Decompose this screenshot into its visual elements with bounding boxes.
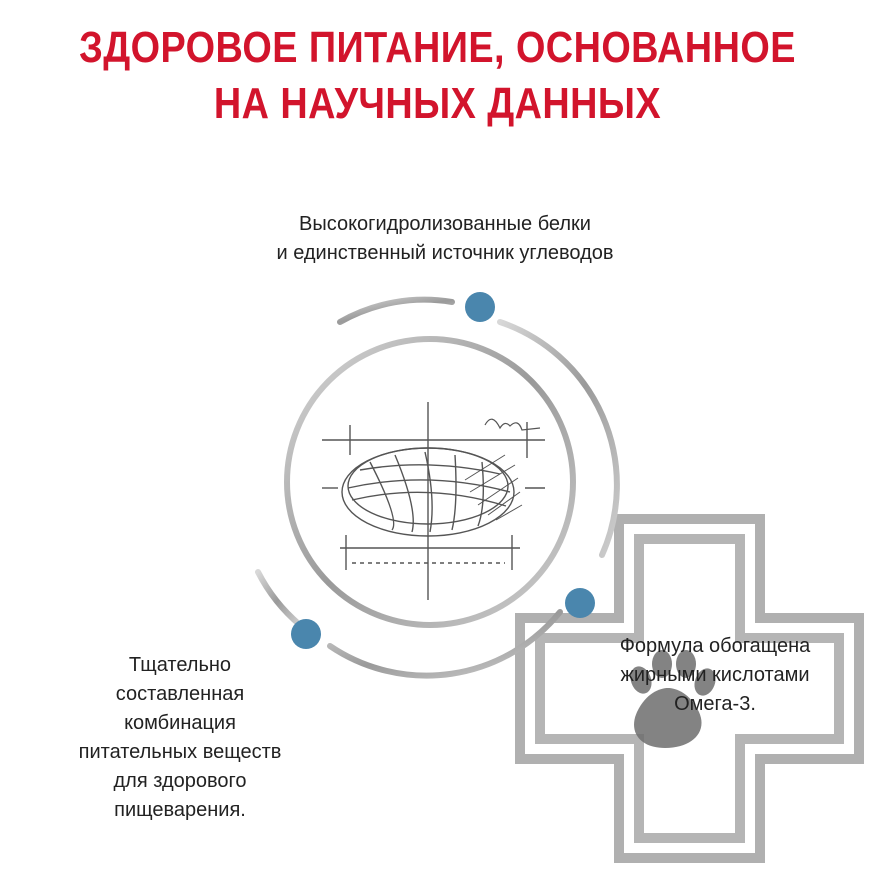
feature-dot-right — [565, 588, 595, 618]
feature-caption-digestion: Тщательно составленная комбинация питате… — [78, 654, 282, 821]
medical-cross-icon — [515, 514, 864, 863]
inner-ring — [284, 336, 576, 628]
paw-print-icon — [630, 650, 716, 748]
feature-dot-top — [465, 292, 495, 322]
title-line-1: ЗДОРОВОЕ ПИТАНИЕ, ОСНОВАННОЕ — [79, 23, 796, 72]
feature-caption-omega3: Формула обогащена жирными кислотами Омег… — [619, 635, 811, 715]
feature-caption-proteins: Высокогидролизованные белки и единственн… — [276, 213, 614, 264]
outer-ring — [255, 296, 620, 679]
feature-dots — [291, 292, 595, 649]
feature-dot-left — [291, 619, 321, 649]
kibble-sketch-icon — [322, 402, 545, 600]
title-line-2: НА НАУЧНЫХ ДАННЫХ — [213, 79, 662, 128]
page-title: ЗДОРОВОЕ ПИТАНИЕ, ОСНОВАННОЕ НА НАУЧНЫХ … — [61, 20, 814, 132]
